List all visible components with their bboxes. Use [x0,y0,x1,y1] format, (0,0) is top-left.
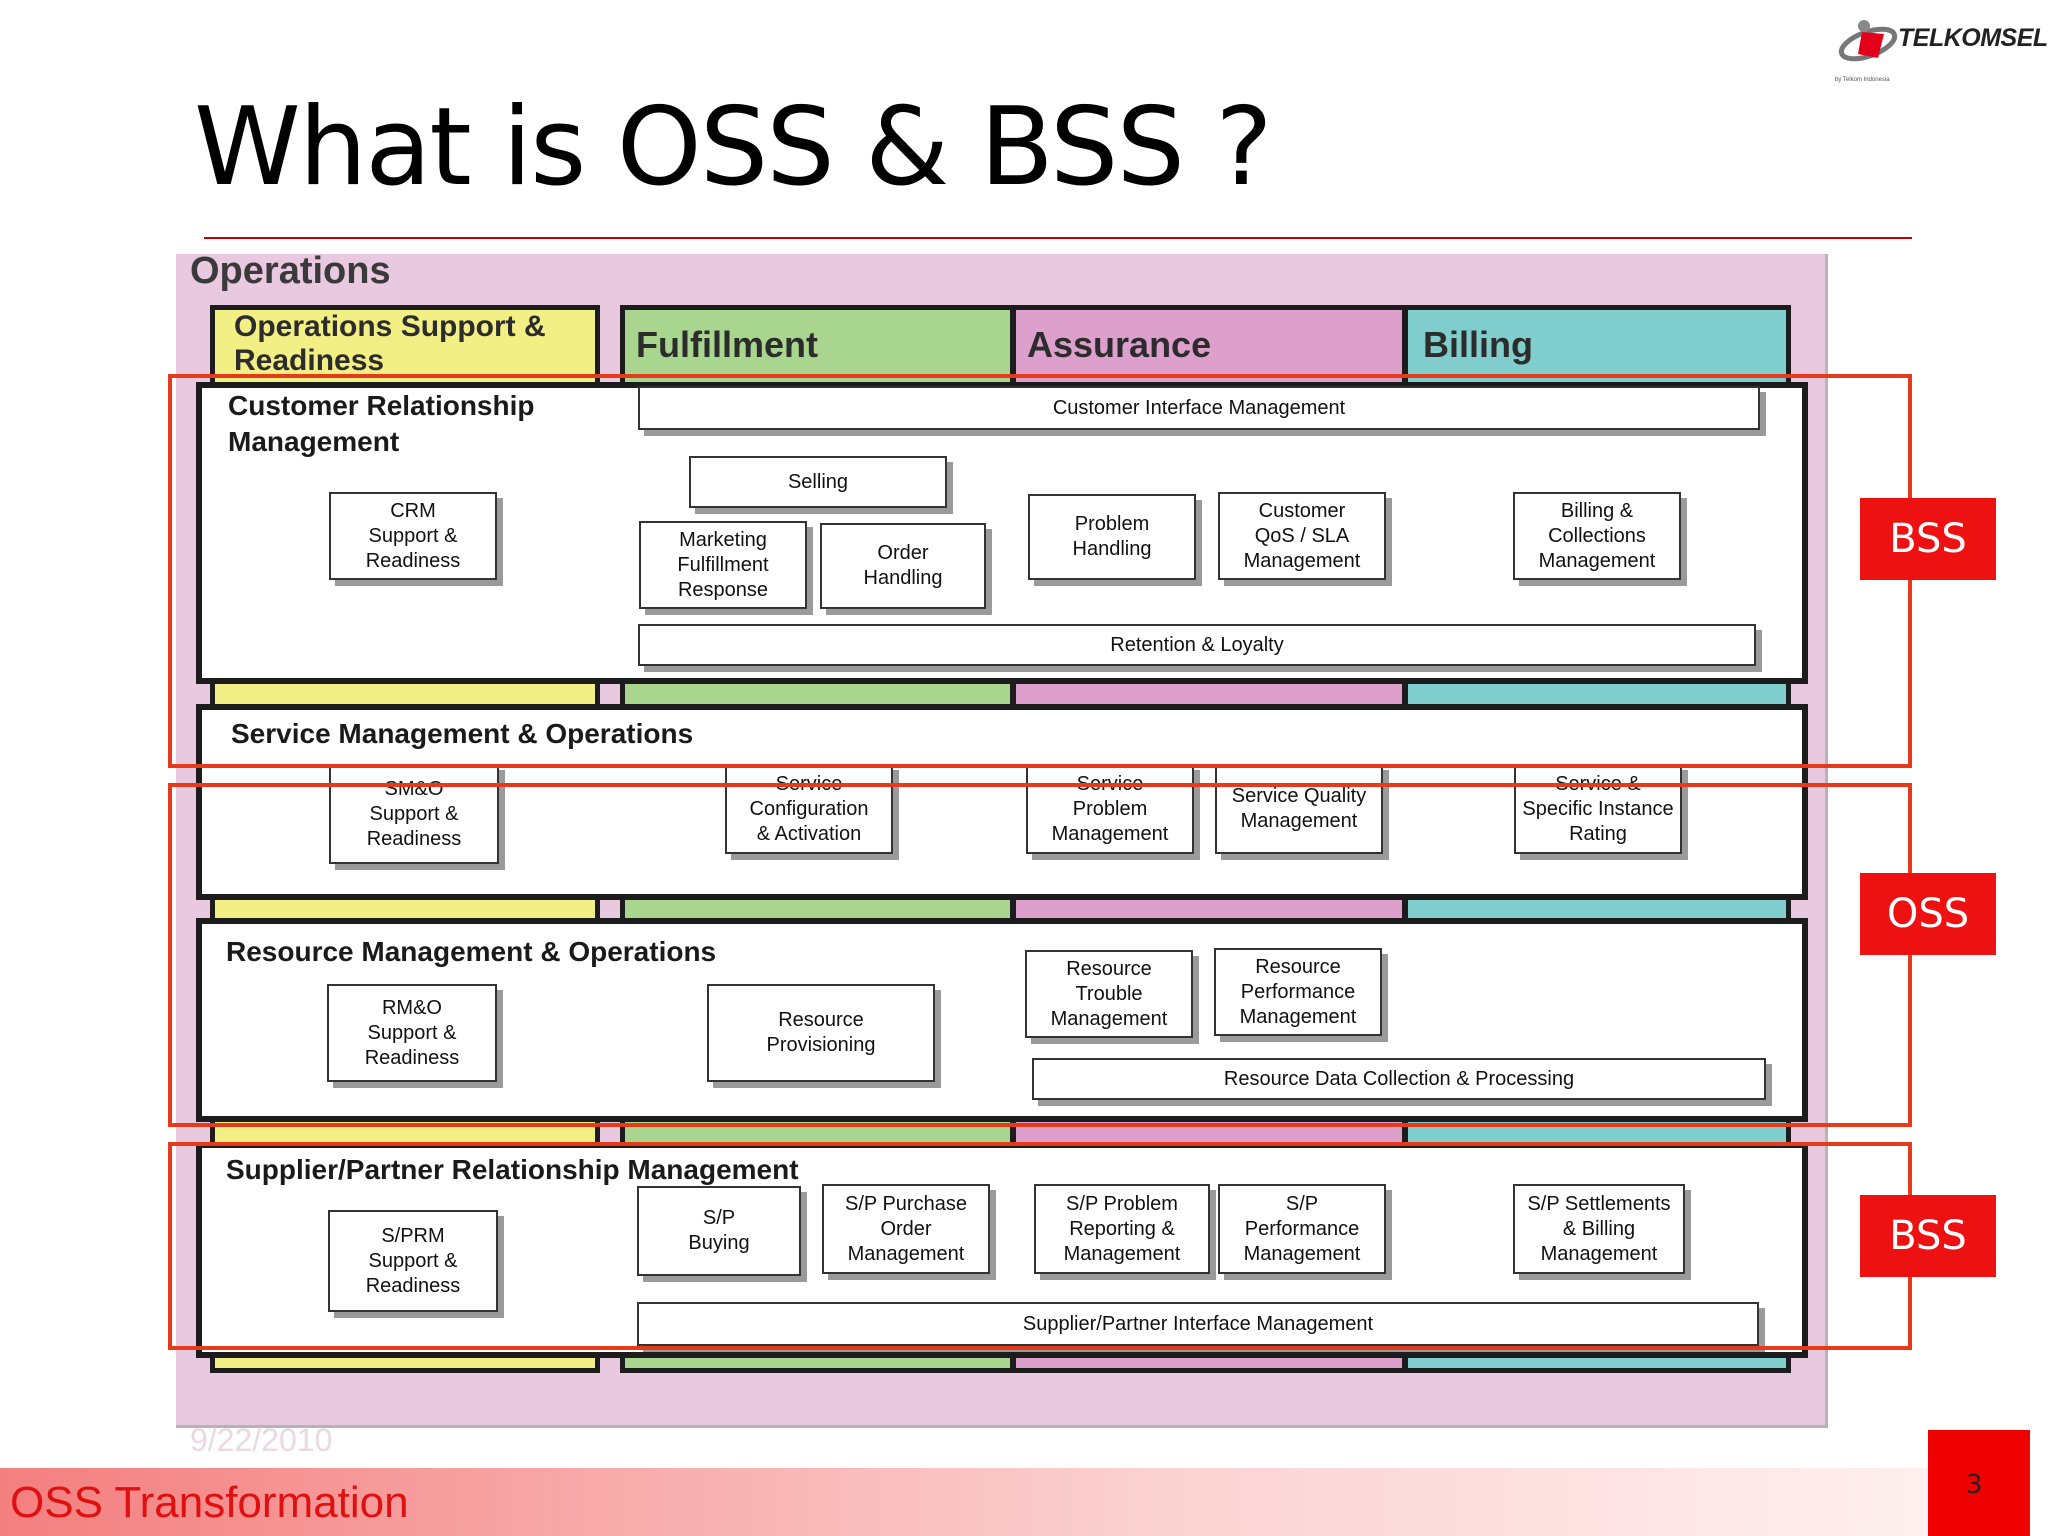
slide-title: What is OSS & BSS ? [194,85,1273,210]
box-customer-interface-management: Customer Interface Management [638,386,1760,430]
box-service-problem-management: Service Problem Management [1026,764,1194,854]
box-selling: Selling [689,456,947,508]
slide-date: 9/22/2010 [190,1422,333,1458]
bss-tag-top: BSS [1860,498,1996,580]
box-resource-provisioning: Resource Provisioning [707,984,935,1082]
footer-title: OSS Transformation [10,1478,409,1527]
box-crm-support-readiness: CRM Support & Readiness [329,492,497,580]
bss-outline-top [168,374,1912,768]
box-sp-buying: S/P Buying [637,1186,801,1276]
layer-title-sprm: Supplier/Partner Relationship Management [226,1154,799,1185]
box-sp-performance-management: S/P Performance Management [1218,1184,1386,1274]
bss-tag-bottom: BSS [1860,1195,1996,1277]
column-header-fulfillment: Fulfillment [636,324,818,365]
column-header-billing: Billing [1423,324,1533,365]
box-order-handling: Order Handling [820,523,986,609]
box-billing-collections-management: Billing & Collections Management [1513,492,1681,580]
footer-bar [0,1468,1940,1536]
box-sp-problem-reporting-management: S/P Problem Reporting & Management [1034,1184,1210,1274]
box-sprm-support-readiness: S/PRM Support & Readiness [328,1210,498,1312]
logo-wordmark: TELKOMSEL [1898,24,2048,52]
box-marketing-fulfillment-response: Marketing Fulfillment Response [639,521,807,609]
box-resource-trouble-management: Resource Trouble Management [1025,950,1193,1038]
oss-outline [168,783,1912,1127]
column-header-assurance: Assurance [1027,324,1212,365]
page-number-box [1928,1430,2030,1536]
oss-tag: OSS [1860,873,1996,955]
box-retention-loyalty: Retention & Loyalty [638,624,1756,666]
box-sp-purchase-order-management: S/P Purchase Order Management [822,1184,990,1274]
logo-tagline: by Telkom Indonesia [1835,77,1890,83]
column-header-operations-support: Operations Support & Readiness [234,310,546,377]
box-supplier-partner-interface-management: Supplier/Partner Interface Management [637,1302,1759,1346]
layer-title-smo: Service Management & Operations [231,718,694,749]
title-divider [204,237,1912,239]
layer-title-crm: Customer Relationship Management [228,390,535,457]
box-service-quality-management: Service Quality Management [1215,764,1383,854]
box-resource-performance-management: Resource Performance Management [1214,948,1382,1036]
page-number: 3 [1966,1470,1983,1500]
bss-outline-bottom [168,1142,1912,1350]
box-problem-handling: Problem Handling [1028,494,1196,580]
box-sp-settlements-billing-management: S/P Settlements & Billing Management [1513,1184,1685,1274]
layer-title-rmo: Resource Management & Operations [226,936,717,967]
box-service-configuration-activation: Service Configuration & Activation [725,764,893,854]
telkomsel-logo [1832,10,2032,96]
telkomsel-emblem-icon [1838,20,1898,62]
operations-label: Operations [190,250,391,292]
box-customer-qos-sla-management: Customer QoS / SLA Management [1218,492,1386,580]
box-smo-support-readiness: SM&O Support & Readiness [329,764,499,864]
box-rmo-support-readiness: RM&O Support & Readiness [327,984,497,1082]
box-resource-data-collection-processing: Resource Data Collection & Processing [1032,1058,1766,1100]
